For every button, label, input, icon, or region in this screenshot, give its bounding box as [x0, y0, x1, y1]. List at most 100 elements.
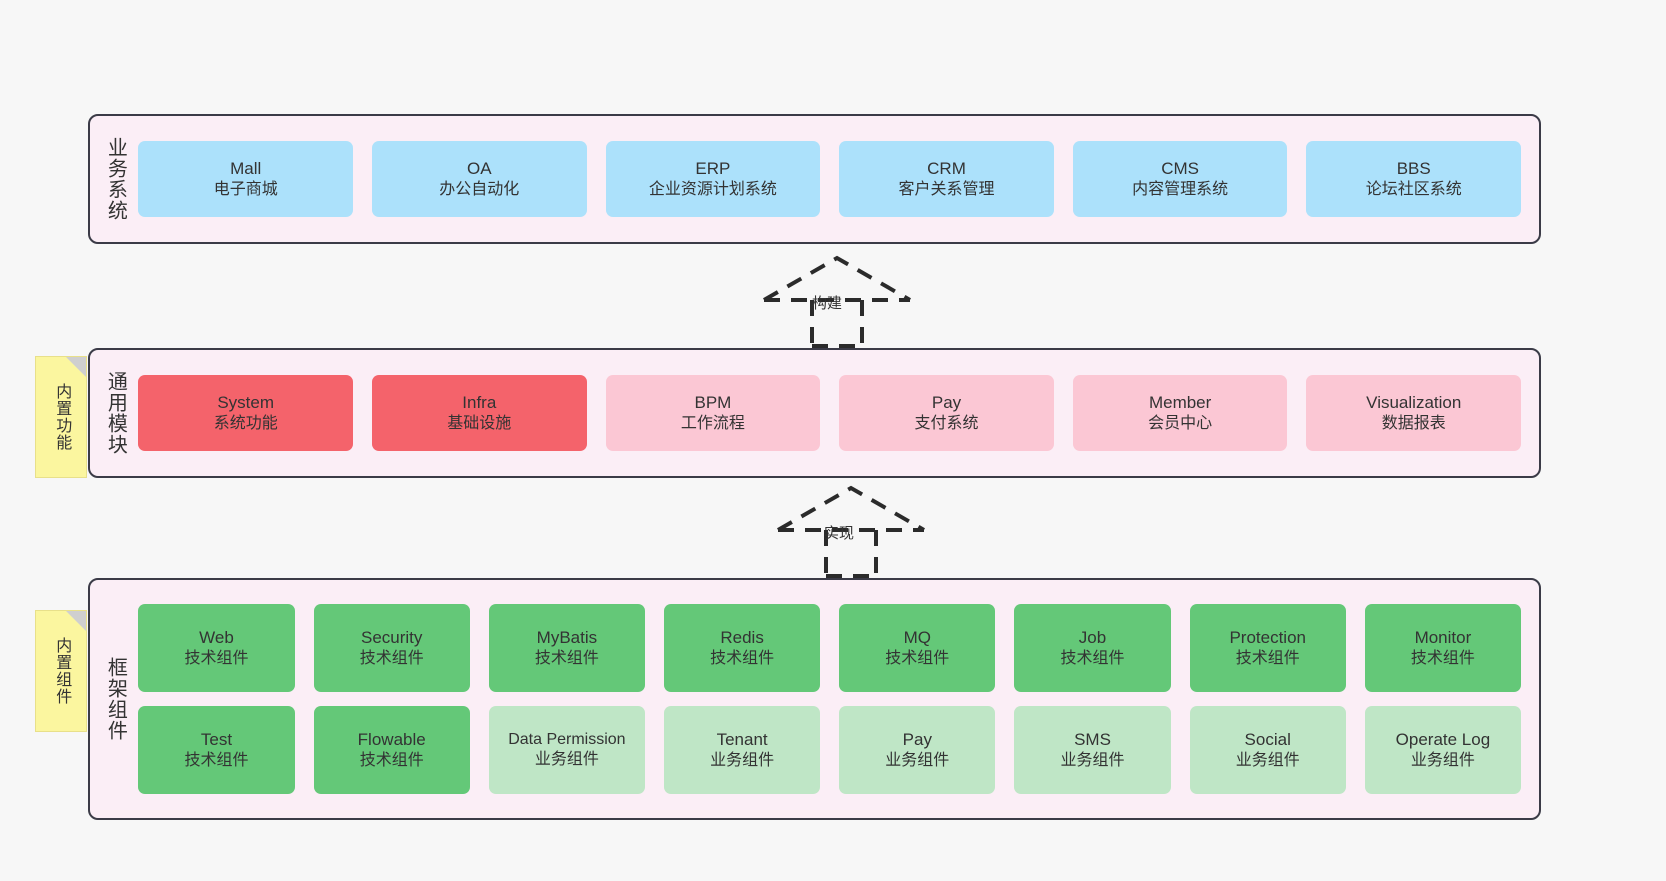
- component-name-en: Test: [200, 729, 233, 749]
- component-name-en: SMS: [1074, 729, 1111, 749]
- component-type-cn: 业务组件: [1410, 751, 1475, 769]
- module-system[interactable]: System 系统功能: [138, 375, 353, 451]
- layer-cells-framework: Web 技术组件 Security 技术组件 MyBatis 技术组件 Redi…: [132, 604, 1539, 794]
- component-type-cn: 技术组件: [534, 649, 599, 667]
- module-name-en: Infra: [462, 392, 497, 412]
- component-flowable[interactable]: Flowable 技术组件: [313, 706, 470, 794]
- module-name-cn: 支付系统: [914, 414, 979, 432]
- module-name-cn: 办公自动化: [439, 180, 520, 198]
- component-data-permission[interactable]: Data Permission 业务组件: [488, 706, 645, 794]
- module-name-cn: 企业资源计划系统: [648, 180, 777, 198]
- module-oa[interactable]: OA 办公自动化: [372, 141, 587, 217]
- component-name-en: Data Permission: [508, 731, 626, 749]
- module-name-en: Member: [1148, 392, 1212, 412]
- module-cms[interactable]: CMS 内容管理系统: [1072, 141, 1288, 217]
- component-operate-log[interactable]: Operate Log 业务组件: [1364, 706, 1522, 794]
- module-name-en: ERP: [695, 158, 731, 178]
- component-name-en: Monitor: [1414, 627, 1472, 647]
- module-name-cn: 工作流程: [680, 414, 745, 432]
- component-type-cn: 技术组件: [885, 649, 950, 667]
- component-type-cn: 技术组件: [1410, 649, 1475, 667]
- component-pay[interactable]: Pay 业务组件: [839, 706, 996, 794]
- component-name-en: MyBatis: [536, 627, 598, 647]
- component-type-cn: 业务组件: [1060, 751, 1125, 769]
- component-mq[interactable]: MQ 技术组件: [839, 604, 996, 692]
- component-name-en: Operate Log: [1395, 729, 1491, 749]
- component-sms[interactable]: SMS 业务组件: [1014, 706, 1171, 794]
- component-type-cn: 技术组件: [710, 649, 775, 667]
- layer-cells-common: System 系统功能 Infra 基础设施 BPM 工作流程 Pay 支付系统…: [132, 375, 1539, 451]
- component-type-cn: 技术组件: [1235, 649, 1300, 667]
- module-name-en: CMS: [1161, 158, 1200, 178]
- folded-corner-icon: [66, 357, 86, 377]
- module-name-cn: 会员中心: [1148, 414, 1213, 432]
- component-job[interactable]: Job 技术组件: [1014, 604, 1171, 692]
- module-bpm[interactable]: BPM 工作流程: [605, 375, 821, 451]
- cell-row: Test 技术组件 Flowable 技术组件 Data Permission …: [138, 706, 1522, 794]
- component-type-cn: 业务组件: [710, 751, 775, 769]
- folded-corner-icon: [66, 611, 86, 631]
- module-visualization[interactable]: Visualization 数据报表: [1306, 375, 1522, 451]
- module-name-en: Mall: [230, 158, 262, 178]
- component-type-cn: 业务组件: [534, 751, 599, 768]
- component-name-en: Social: [1244, 729, 1291, 749]
- component-test[interactable]: Test 技术组件: [138, 706, 295, 794]
- layer-title-common: 通用模块: [104, 371, 127, 455]
- component-name-en: Tenant: [716, 729, 768, 749]
- component-tenant[interactable]: Tenant 业务组件: [664, 706, 821, 794]
- arrow-label-build: 构建: [812, 295, 843, 312]
- module-name-cn: 系统功能: [213, 414, 278, 432]
- component-protection[interactable]: Protection 技术组件: [1189, 604, 1346, 692]
- note-text: 内置组件: [53, 637, 71, 705]
- component-monitor[interactable]: Monitor 技术组件: [1364, 604, 1522, 692]
- module-mall[interactable]: Mall 电子商城: [138, 141, 353, 217]
- module-bbs[interactable]: BBS 论坛社区系统: [1306, 141, 1522, 217]
- module-pay[interactable]: Pay 支付系统: [839, 375, 1054, 451]
- module-name-en: BPM: [694, 392, 732, 412]
- component-redis[interactable]: Redis 技术组件: [664, 604, 821, 692]
- component-name-en: Job: [1078, 627, 1107, 647]
- note-builtin-feature: 内置功能: [35, 356, 87, 478]
- component-web[interactable]: Web 技术组件: [138, 604, 295, 692]
- module-name-en: Pay: [931, 392, 962, 412]
- component-security[interactable]: Security 技术组件: [313, 604, 470, 692]
- module-name-en: BBS: [1396, 158, 1431, 178]
- component-name-en: MQ: [903, 627, 931, 647]
- layer-business-system: 业务系统 Mall 电子商城 OA 办公自动化 ERP 企业资源计划系统 CRM…: [88, 114, 1541, 244]
- component-social[interactable]: Social 业务组件: [1189, 706, 1346, 794]
- module-name-cn: 内容管理系统: [1132, 180, 1229, 198]
- cell-row: Web 技术组件 Security 技术组件 MyBatis 技术组件 Redi…: [138, 604, 1522, 692]
- component-name-en: Web: [199, 627, 234, 647]
- component-mybatis[interactable]: MyBatis 技术组件: [488, 604, 645, 692]
- module-name-cn: 数据报表: [1381, 414, 1446, 432]
- module-name-cn: 论坛社区系统: [1365, 180, 1462, 198]
- component-name-en: Redis: [720, 627, 764, 647]
- component-name-en: Flowable: [357, 729, 426, 749]
- arrow-build: [752, 252, 922, 348]
- module-infra[interactable]: Infra 基础设施: [372, 375, 587, 451]
- note-text: 内置功能: [53, 383, 71, 451]
- module-erp[interactable]: ERP 企业资源计划系统: [605, 141, 821, 217]
- module-name-en: CRM: [927, 158, 966, 178]
- component-type-cn: 技术组件: [359, 751, 424, 769]
- module-name-cn: 基础设施: [447, 414, 512, 432]
- module-name-en: System: [217, 392, 275, 412]
- module-name-en: OA: [467, 158, 492, 178]
- module-name-cn: 电子商城: [213, 180, 278, 198]
- component-type-cn: 技术组件: [1060, 649, 1125, 667]
- arrow-implement: [766, 482, 936, 578]
- layer-framework-component: 框架组件 Web 技术组件 Security 技术组件 MyBatis 技术组件…: [88, 578, 1541, 820]
- component-type-cn: 业务组件: [885, 751, 950, 769]
- component-type-cn: 技术组件: [184, 649, 249, 667]
- component-type-cn: 业务组件: [1235, 751, 1300, 769]
- module-member[interactable]: Member 会员中心: [1072, 375, 1288, 451]
- component-name-en: Security: [360, 627, 423, 647]
- module-crm[interactable]: CRM 客户关系管理: [839, 141, 1054, 217]
- note-builtin-component: 内置组件: [35, 610, 87, 732]
- component-name-en: Pay: [902, 729, 932, 749]
- layer-common-module: 通用模块 System 系统功能 Infra 基础设施 BPM 工作流程 Pay…: [88, 348, 1541, 478]
- component-type-cn: 技术组件: [359, 649, 424, 667]
- cell-row: Mall 电子商城 OA 办公自动化 ERP 企业资源计划系统 CRM 客户关系…: [138, 141, 1522, 217]
- dashed-hollow-arrow-icon: [777, 485, 925, 578]
